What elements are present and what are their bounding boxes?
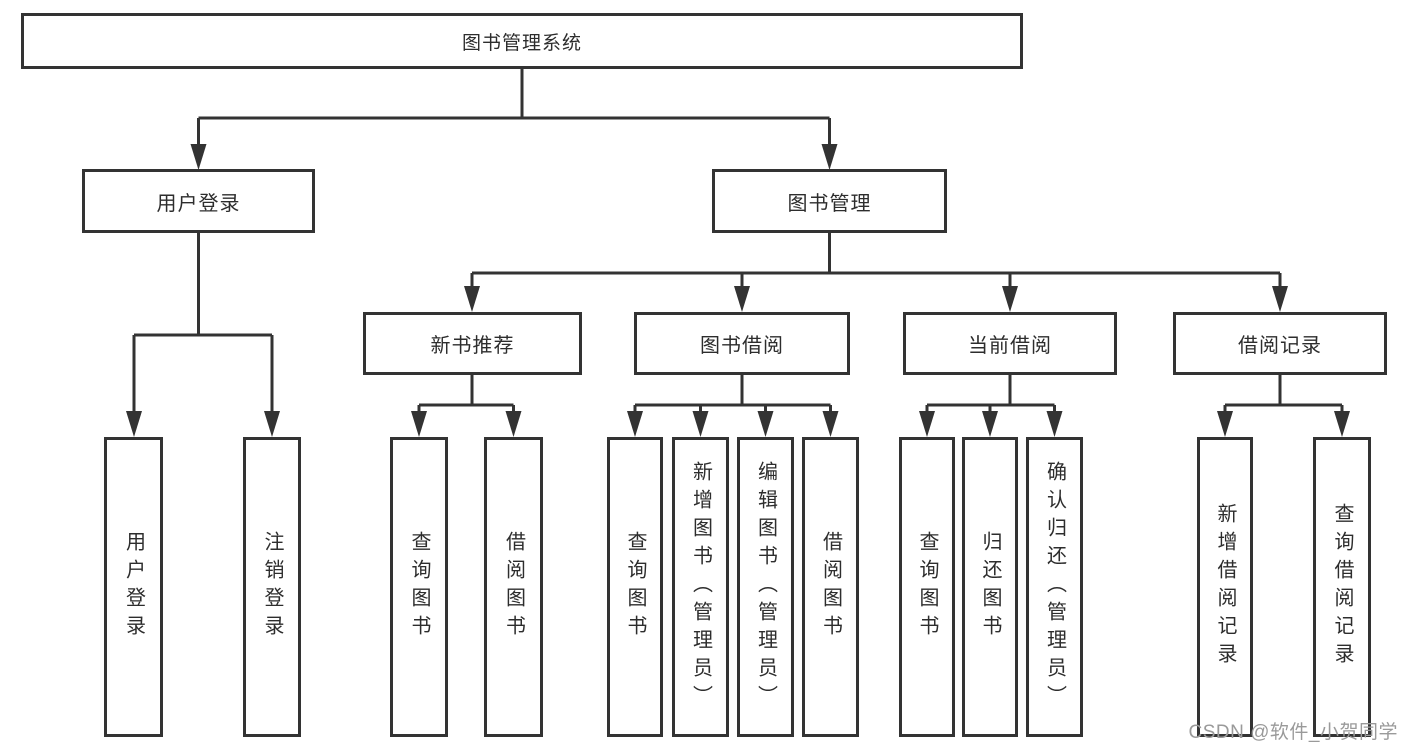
node-label: 确认归还（管理员） xyxy=(1043,461,1066,713)
arrowhead-icon xyxy=(505,411,522,437)
arrowhead-icon xyxy=(1002,286,1018,312)
node-leaf-query-books-2: 查询图书 xyxy=(607,437,663,737)
node-leaf-query-books-1: 查询图书 xyxy=(390,437,448,737)
node-label: 借阅记录 xyxy=(1238,335,1322,357)
node-new-book-recommend: 新书推荐 xyxy=(363,312,582,375)
node-label: 查询图书 xyxy=(408,531,430,643)
arrowhead-icon xyxy=(126,411,142,437)
connector-path xyxy=(132,68,1344,415)
arrowhead-icon xyxy=(411,411,427,437)
node-book-borrowing: 图书借阅 xyxy=(634,312,850,375)
node-label: 当前借阅 xyxy=(968,335,1052,357)
node-library-management-system: 图书管理系统 xyxy=(21,13,1023,69)
node-leaf-edit-books-admin: 编辑图书（管理员） xyxy=(737,437,794,737)
arrowhead-icon xyxy=(1334,411,1350,437)
arrowhead-icon xyxy=(464,286,480,312)
arrowhead-icon xyxy=(822,411,839,437)
node-book-management-branch: 图书管理 xyxy=(712,169,947,233)
node-label: 用户登录 xyxy=(122,531,145,643)
node-label: 查询图书 xyxy=(624,531,646,643)
node-current-borrowing: 当前借阅 xyxy=(903,312,1117,375)
arrowhead-icon xyxy=(1217,411,1233,437)
node-label: 用户登录 xyxy=(156,192,241,215)
node-leaf-logout: 注销登录 xyxy=(243,437,301,737)
node-leaf-query-books-3: 查询图书 xyxy=(899,437,955,737)
node-label: 新增图书（管理员） xyxy=(689,461,712,713)
arrowhead-icon xyxy=(692,411,709,437)
node-leaf-borrow-books-1: 借阅图书 xyxy=(484,437,543,737)
node-leaf-confirm-return-admin: 确认归还（管理员） xyxy=(1026,437,1083,737)
csdn-watermark: CSDN @软件_小贺同学 xyxy=(1188,722,1398,743)
arrowhead-icon xyxy=(734,286,750,312)
arrowhead-icon xyxy=(264,411,280,437)
node-leaf-borrow-books-2: 借阅图书 xyxy=(802,437,859,737)
arrowhead-icon xyxy=(821,144,838,170)
arrowheads xyxy=(126,144,1350,437)
node-borrowing-records: 借阅记录 xyxy=(1173,312,1387,375)
node-label: 编辑图书（管理员） xyxy=(754,461,777,713)
node-label: 查询借阅记录 xyxy=(1331,503,1353,671)
node-leaf-return-books: 归还图书 xyxy=(962,437,1018,737)
arrowhead-icon xyxy=(919,411,935,437)
arrowhead-icon xyxy=(982,411,998,437)
arrowhead-icon xyxy=(1046,411,1063,437)
arrowhead-icon xyxy=(1272,286,1288,312)
node-label: 注销登录 xyxy=(261,531,283,643)
node-label: 借阅图书 xyxy=(502,531,525,643)
node-leaf-query-borrow-record: 查询借阅记录 xyxy=(1313,437,1371,737)
arrowhead-icon xyxy=(190,144,207,170)
node-label: 归还图书 xyxy=(979,531,1001,643)
node-label: 借阅图书 xyxy=(819,531,842,643)
node-leaf-add-books-admin: 新增图书（管理员） xyxy=(672,437,729,737)
node-label: 图书借阅 xyxy=(700,335,784,357)
arrowhead-icon xyxy=(627,411,643,437)
node-leaf-add-borrow-record: 新增借阅记录 xyxy=(1197,437,1253,737)
node-label: 图书管理系统 xyxy=(461,32,582,54)
node-label: 新增借阅记录 xyxy=(1214,503,1236,671)
node-leaf-user-login: 用户登录 xyxy=(104,437,163,737)
node-user-login-branch: 用户登录 xyxy=(82,169,315,233)
arrowhead-icon xyxy=(757,411,774,437)
node-label: 图书管理 xyxy=(787,192,872,215)
node-label: 新书推荐 xyxy=(430,335,515,357)
node-label: 查询图书 xyxy=(916,531,938,643)
